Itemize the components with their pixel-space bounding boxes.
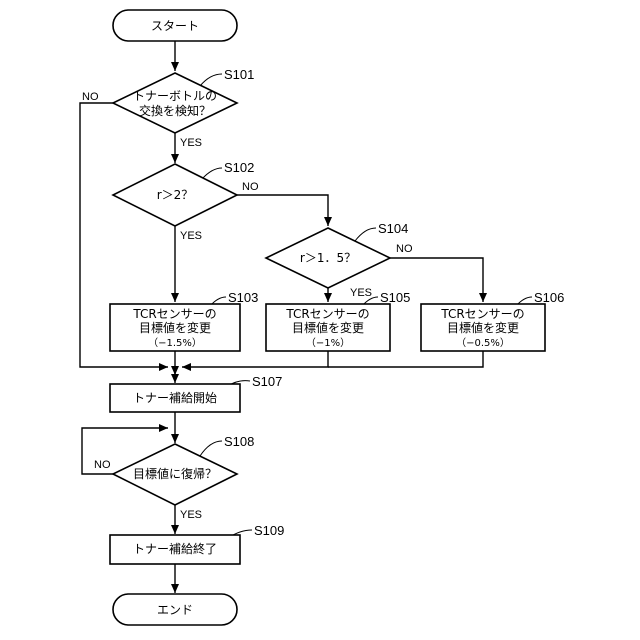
decision-s104: r＞1．5？ S104 bbox=[266, 221, 408, 288]
s105-line2: 目標値を変更 bbox=[292, 320, 364, 335]
decision-s101: トナーボトルの 交換を検知？ S101 bbox=[113, 67, 254, 133]
process-s105: TCRセンサーの 目標値を変更 （−1%） S105 YES bbox=[266, 287, 410, 351]
leader-s108 bbox=[200, 441, 222, 456]
process-s103: TCRセンサーの 目標値を変更 （−1.5%） S103 bbox=[110, 290, 258, 351]
leader-s102 bbox=[202, 168, 222, 179]
process-s107: トナー補給開始 S107 bbox=[110, 374, 282, 412]
s107-step-id: S107 bbox=[252, 374, 282, 389]
s104-step-id: S104 bbox=[378, 221, 408, 236]
s109-label: トナー補給終了 bbox=[133, 541, 217, 556]
start-terminal: スタート bbox=[113, 10, 237, 41]
s101-no-label: NO bbox=[82, 91, 99, 103]
process-s109: トナー補給終了 S109 bbox=[110, 523, 284, 564]
arrow-s105-merge bbox=[182, 351, 328, 367]
s102-step-id: S102 bbox=[224, 160, 254, 175]
s101-step-id: S101 bbox=[224, 67, 254, 82]
s108-yes-label: YES bbox=[180, 509, 202, 521]
s108-no-label: NO bbox=[94, 459, 111, 471]
s104-condition: r＞1．5？ bbox=[300, 251, 356, 265]
s102-no-label: NO bbox=[242, 181, 259, 193]
s102-yes-label: YES bbox=[180, 230, 202, 242]
arrow-s102-no bbox=[237, 195, 328, 226]
leader-s104 bbox=[355, 228, 376, 241]
end-terminal: エンド bbox=[113, 594, 237, 625]
s103-line2: 目標値を変更 bbox=[139, 320, 211, 335]
s108-step-id: S108 bbox=[224, 434, 254, 449]
s107-label: トナー補給開始 bbox=[133, 391, 217, 405]
start-label: スタート bbox=[151, 19, 199, 33]
process-s106: TCRセンサーの 目標値を変更 （−0.5%） S106 bbox=[421, 290, 564, 351]
arrow-s106-merge bbox=[328, 351, 483, 367]
s108-condition: 目標値に復帰？ bbox=[133, 466, 217, 481]
s106-line3: （−0.5%） bbox=[456, 337, 510, 349]
s105-line1: TCRセンサーの bbox=[285, 307, 369, 321]
end-label: エンド bbox=[157, 603, 193, 617]
s103-line3: （−1.5%） bbox=[148, 337, 202, 349]
s105-step-id: S105 bbox=[380, 290, 410, 305]
s106-line1: TCRセンサーの bbox=[440, 307, 524, 321]
s103-step-id: S103 bbox=[228, 290, 258, 305]
s109-step-id: S109 bbox=[254, 523, 284, 538]
s103-line1: TCRセンサーの bbox=[132, 307, 216, 321]
s104-no-label: NO bbox=[396, 243, 413, 255]
s101-line2: 交換を検知？ bbox=[139, 103, 211, 118]
s106-step-id: S106 bbox=[534, 290, 564, 305]
leader-s101 bbox=[200, 74, 222, 86]
s105-line3: （−1%） bbox=[306, 337, 350, 349]
s102-condition: r＞2？ bbox=[157, 188, 194, 202]
s101-line1: トナーボトルの bbox=[133, 89, 217, 103]
s104-yes-label: YES bbox=[350, 287, 372, 299]
decision-s102: r＞2？ S102 bbox=[113, 160, 254, 226]
s106-line2: 目標値を変更 bbox=[447, 320, 519, 335]
s101-yes-label: YES bbox=[180, 137, 202, 149]
decision-s108: 目標値に復帰？ S108 bbox=[113, 434, 254, 505]
